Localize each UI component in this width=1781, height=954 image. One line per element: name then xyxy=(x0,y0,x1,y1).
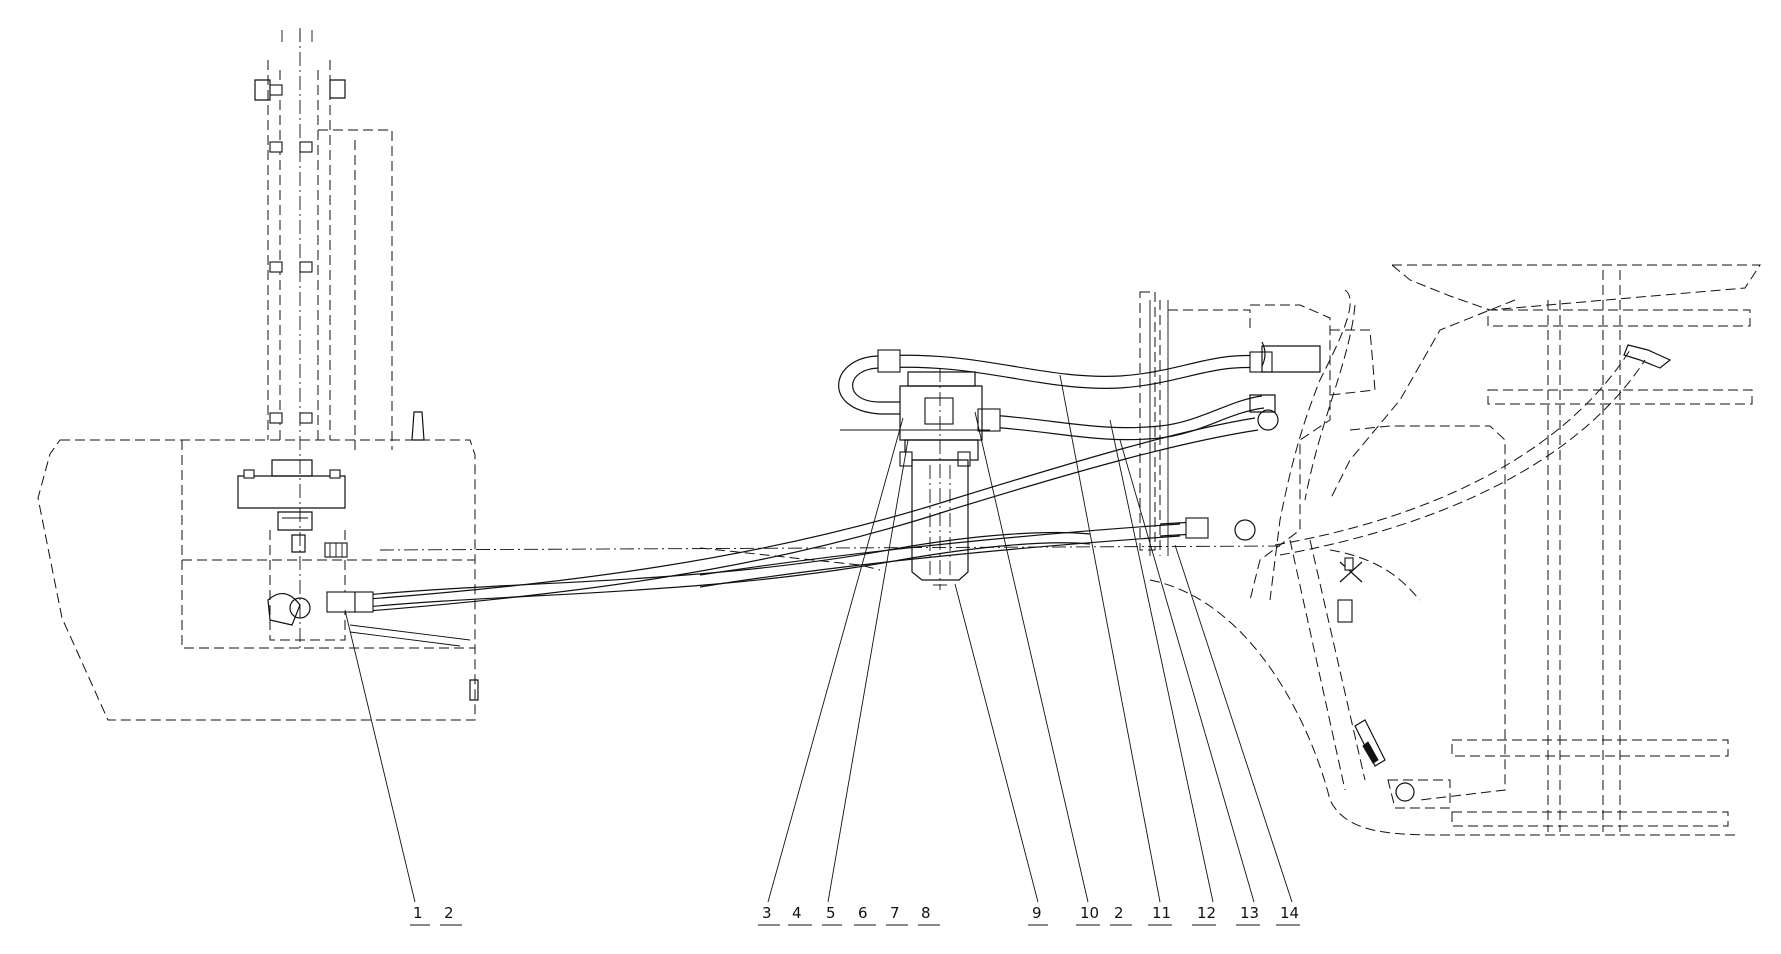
callout-3: 3 xyxy=(762,904,772,922)
right-valve-block xyxy=(1139,291,1376,601)
left-fitting xyxy=(289,542,356,619)
callout-4: 4 xyxy=(792,904,802,922)
phantom-line xyxy=(699,547,881,571)
callout-12: 12 xyxy=(1197,904,1216,922)
callout-6: 6 xyxy=(858,904,868,922)
centerline xyxy=(379,545,1281,551)
diagonal-arm xyxy=(1269,289,1451,809)
callout-7: 7 xyxy=(890,904,900,922)
leader-lines xyxy=(344,374,1293,903)
hose-ferrules xyxy=(354,349,1273,613)
right-frame xyxy=(1149,264,1761,836)
callout-13: 13 xyxy=(1240,904,1259,922)
callout-1: 1 xyxy=(413,904,423,922)
callout-labels: 1 2 3 4 5 6 7 8 9 10 2 11 12 13 14 xyxy=(410,904,1300,926)
callout-14: 14 xyxy=(1280,904,1299,922)
left-housing xyxy=(37,411,479,721)
callout-2-right: 2 xyxy=(1114,904,1124,922)
hose-lines xyxy=(354,354,1265,613)
callout-11: 11 xyxy=(1152,904,1171,922)
callout-9: 9 xyxy=(1032,904,1042,922)
callout-10: 10 xyxy=(1080,904,1099,922)
callout-2-left: 2 xyxy=(444,904,454,922)
mast-assembly xyxy=(237,28,393,650)
callout-8: 8 xyxy=(921,904,931,922)
filter-assembly xyxy=(840,368,990,590)
callout-5: 5 xyxy=(826,904,836,922)
